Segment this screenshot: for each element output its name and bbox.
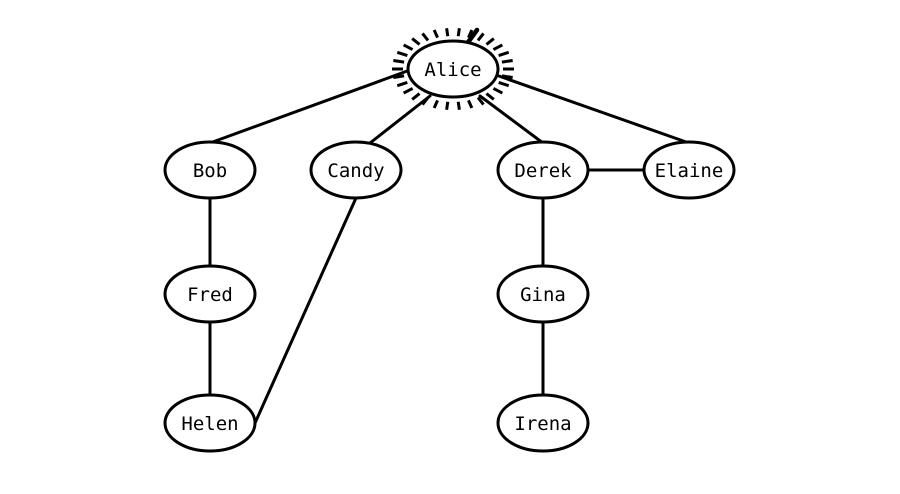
- edge-alice-candy: [368, 94, 432, 145]
- node-label: Candy: [327, 160, 384, 182]
- node-ellipse: [496, 140, 590, 200]
- node-label: Derek: [514, 160, 572, 182]
- node-gina: Gina: [496, 264, 590, 324]
- edge-alice-bob: [208, 68, 412, 145]
- edge-alice-derek: [478, 94, 545, 145]
- node-ellipse: [163, 140, 257, 200]
- node-alice: Alice: [406, 39, 500, 99]
- node-ellipse: [496, 393, 590, 453]
- node-ellipse: [642, 140, 736, 200]
- starburst-icon: [392, 28, 514, 110]
- node-irena: Irena: [496, 393, 590, 453]
- node-label: Alice: [424, 59, 481, 81]
- edges-layer: [208, 68, 691, 425]
- node-ellipse: [309, 140, 403, 200]
- node-ellipse: [163, 264, 257, 324]
- node-label: Fred: [187, 284, 233, 306]
- node-label: Helen: [181, 413, 238, 435]
- node-helen: Helen: [163, 393, 257, 453]
- node-derek: Derek: [496, 140, 590, 200]
- highlight-layer: [392, 27, 514, 110]
- edge-candy-helen: [253, 196, 358, 425]
- node-ellipse: [406, 39, 500, 99]
- node-ellipse: [496, 264, 590, 324]
- node-bob: Bob: [163, 140, 257, 200]
- node-label: Gina: [520, 284, 566, 306]
- node-label: Bob: [193, 160, 227, 182]
- node-label: Irena: [514, 413, 571, 435]
- node-fred: Fred: [163, 264, 257, 324]
- node-elaine: Elaine: [642, 140, 736, 200]
- edge-alice-elaine: [494, 73, 691, 145]
- node-label: Elaine: [655, 160, 724, 182]
- node-ellipse: [163, 393, 257, 453]
- node-candy: Candy: [309, 140, 403, 200]
